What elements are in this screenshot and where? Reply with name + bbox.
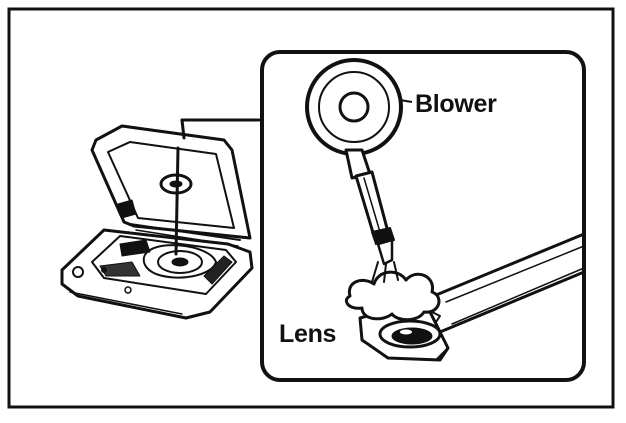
air-jet-lines <box>371 261 399 283</box>
cd-player-icon <box>60 124 254 320</box>
blower-pointer <box>399 99 413 103</box>
outer-frame <box>7 7 615 409</box>
lens-icon <box>378 319 442 349</box>
callout-frame <box>260 50 586 382</box>
air-puff-icon <box>345 270 441 322</box>
blower-icon <box>305 58 403 266</box>
blower-label: Blower <box>415 90 497 118</box>
callout-leader <box>174 118 264 256</box>
lens-label: Lens <box>279 320 337 348</box>
